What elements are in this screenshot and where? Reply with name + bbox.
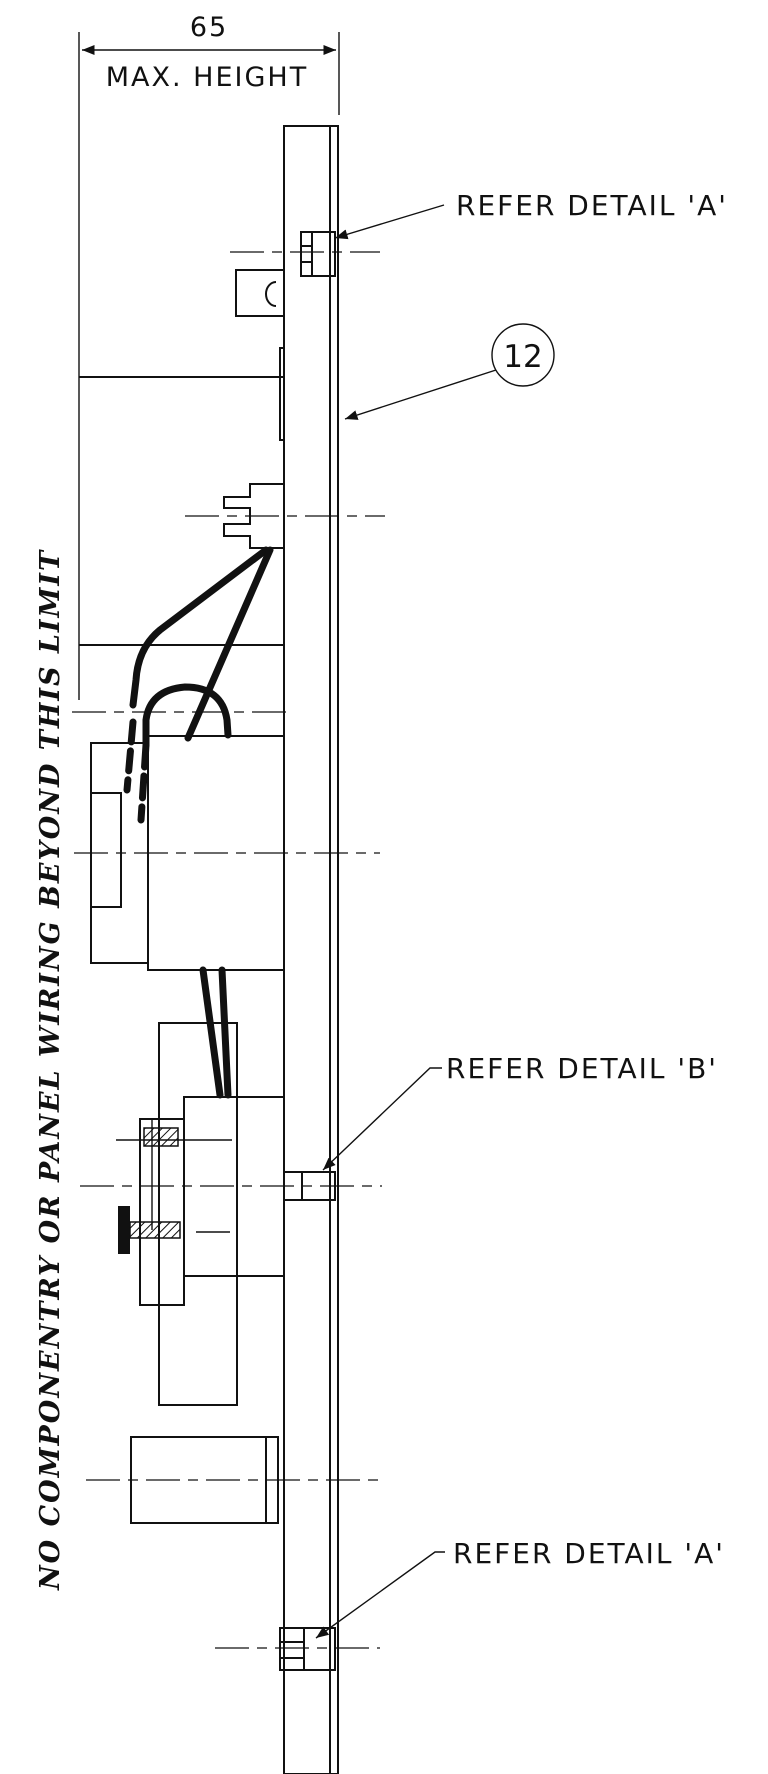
hatched-pad	[143, 1127, 179, 1147]
callout-detail-a-bottom: REFER DETAIL 'A'	[315, 1537, 725, 1639]
callout-text: REFER DETAIL 'A'	[456, 189, 728, 222]
dimension-value: 65	[190, 12, 228, 43]
dimension-label: MAX. HEIGHT	[106, 62, 308, 93]
fastener-middle	[283, 1171, 336, 1201]
callout-detail-a-top: REFER DETAIL 'A'	[334, 189, 728, 240]
relay-component	[74, 735, 380, 971]
item-balloon: 12	[344, 323, 555, 420]
callout-text: REFER DETAIL 'B'	[446, 1052, 718, 1085]
screw-shank	[129, 1221, 181, 1239]
fastener-top	[230, 231, 380, 277]
limit-note: NO COMPONENTRY OR PANEL WIRING BEYOND TH…	[35, 549, 66, 1591]
cylindrical-component	[86, 1436, 380, 1524]
callout-detail-b: REFER DETAIL 'B'	[322, 1052, 718, 1171]
callout-text: REFER DETAIL 'A'	[453, 1537, 725, 1570]
max-height-dimension: 65 MAX. HEIGHT	[78, 12, 340, 700]
screw-head-icon	[118, 1206, 130, 1254]
enclosure-box	[79, 347, 285, 646]
clip-component	[235, 269, 285, 317]
mounting-panel	[283, 125, 339, 1774]
balloon-number: 12	[503, 339, 542, 375]
fastener-bottom	[215, 1627, 380, 1671]
panel-wiring	[123, 546, 274, 1099]
switch-assembly	[80, 1022, 382, 1406]
terminal-connector	[185, 483, 385, 549]
